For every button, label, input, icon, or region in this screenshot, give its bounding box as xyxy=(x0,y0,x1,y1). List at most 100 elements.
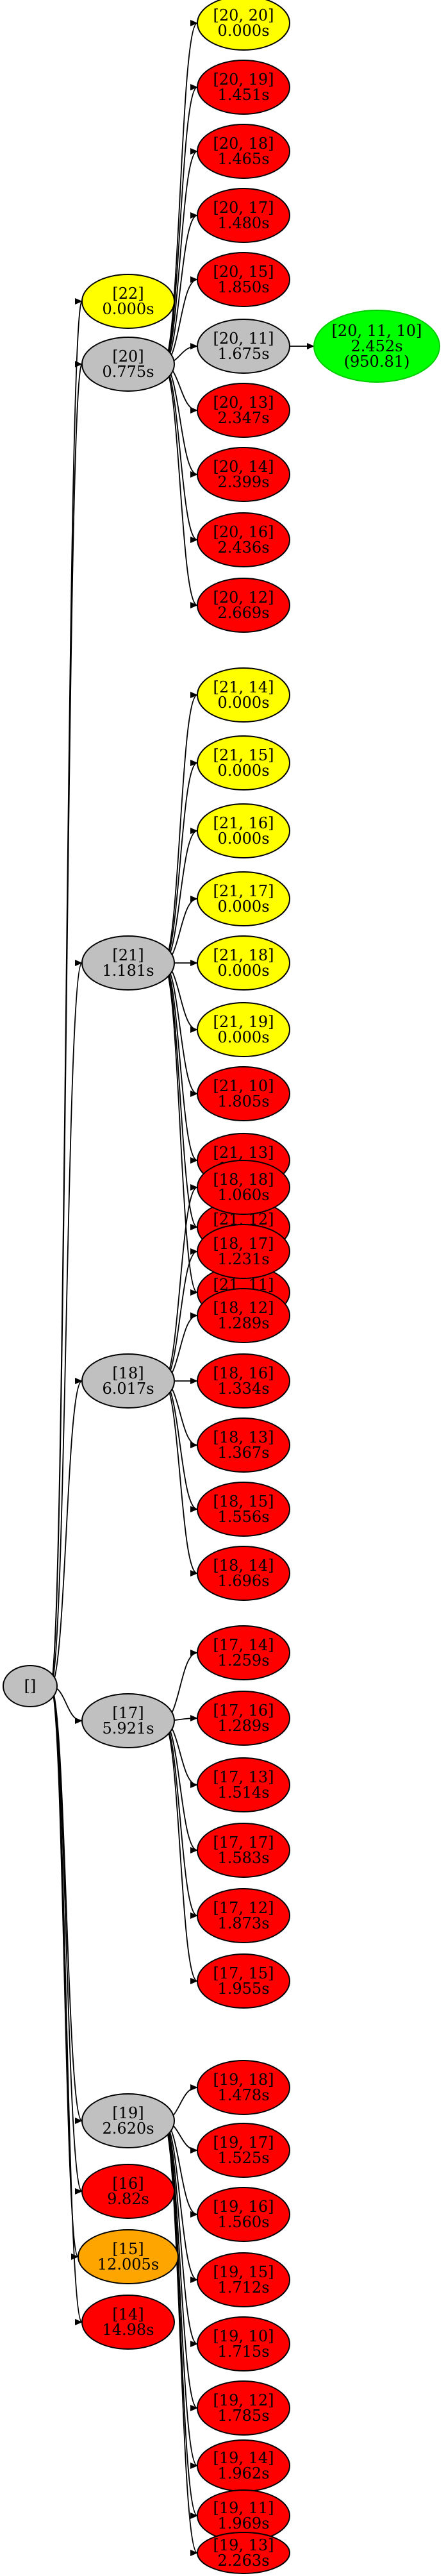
node-label: 1.955s xyxy=(217,1980,269,1998)
node-label: 1.583s xyxy=(217,1849,269,1867)
node-ellipse xyxy=(78,2229,179,2284)
node-ellipse xyxy=(81,274,175,329)
node-label: [21, 16] xyxy=(213,814,274,832)
node-label: [19, 11] xyxy=(213,2499,274,2517)
node-n19_18: [19, 18]1.478s xyxy=(197,2060,290,2115)
node-label: 1.289s xyxy=(217,1717,269,1735)
node-n19_16: [19, 16]1.560s xyxy=(197,2187,290,2242)
node-n18_18: [18, 18]1.060s xyxy=(197,1160,290,1215)
node-ellipse xyxy=(197,1418,290,1473)
node-n22: [22]0.000s xyxy=(81,274,175,329)
node-label: [19, 18] xyxy=(213,2071,274,2089)
node-label: 1.873s xyxy=(217,1914,269,1932)
edge-root-to-n20 xyxy=(49,361,83,1687)
node-ellipse xyxy=(197,1482,290,1537)
node-ellipse xyxy=(197,1888,290,1943)
node-ellipse xyxy=(197,803,290,858)
node-ellipse xyxy=(197,1066,290,1121)
node-ellipse xyxy=(197,383,290,438)
node-label: [17, 12] xyxy=(213,1899,274,1917)
node-label: [17] xyxy=(112,1704,144,1722)
node-label: 1.712s xyxy=(217,2279,269,2296)
node-ellipse xyxy=(81,2164,175,2219)
node-label: [21, 15] xyxy=(213,746,274,764)
node-ellipse xyxy=(197,252,290,307)
node-ellipse xyxy=(81,935,175,991)
node-n21_10: [21, 10]1.805s xyxy=(197,1066,290,1121)
node-label: [18, 17] xyxy=(213,1235,274,1253)
edge-root-to-n21 xyxy=(49,960,83,1687)
node-ellipse xyxy=(197,1953,290,2009)
node-ellipse xyxy=(197,319,290,374)
node-label: [18] xyxy=(112,1364,144,1382)
edge-n21-to-n21_10 xyxy=(162,962,198,1097)
node-label: 0.000s xyxy=(217,22,269,40)
node-label: 1.334s xyxy=(217,1380,269,1398)
node-n21_18: [21, 18]0.000s xyxy=(197,935,290,991)
node-n20_15: [20, 15]1.850s xyxy=(197,252,290,307)
node-n21_16: [21, 16]0.000s xyxy=(197,803,290,858)
node-n21_17: [21, 17]0.000s xyxy=(197,871,290,926)
node-label: [20, 18] xyxy=(213,135,274,153)
node-label: 1.525s xyxy=(217,2149,269,2167)
node-label: [19, 15] xyxy=(213,2263,274,2281)
node-label: [19, 10] xyxy=(213,2327,274,2345)
edge-n18-to-n18_14 xyxy=(162,1380,198,1577)
node-n20: [20]0.775s xyxy=(81,337,175,392)
node-label: 1.556s xyxy=(217,1508,269,1526)
node-label: 2.452s xyxy=(351,337,402,355)
node-ellipse xyxy=(81,1353,175,1409)
node-ellipse xyxy=(197,2532,290,2574)
node-n20_11_10: [20, 11, 10]2.452s(950.81) xyxy=(313,310,440,383)
node-label: 1.805s xyxy=(217,1092,269,1110)
node-n17_14: [17, 14]1.259s xyxy=(197,1625,290,1680)
node-ellipse xyxy=(197,188,290,243)
node-label: 1.696s xyxy=(217,1572,269,1590)
node-root: [] xyxy=(3,1665,58,1707)
node-label: [17, 16] xyxy=(213,1702,274,1719)
node-label: 0.775s xyxy=(102,363,154,381)
node-label: [19] xyxy=(112,2104,144,2122)
node-label: [19, 13] xyxy=(213,2536,274,2554)
node-n19_12: [19, 12]1.785s xyxy=(197,2380,290,2436)
node-n17: [17]5.921s xyxy=(81,1693,175,1748)
node-n19_17: [19, 17]1.525s xyxy=(197,2123,290,2178)
node-label: [20, 20] xyxy=(213,6,274,24)
node-ellipse xyxy=(197,735,290,790)
node-label: [20, 13] xyxy=(213,394,274,412)
node-n20_14: [20, 14]2.399s xyxy=(197,447,290,502)
edge-n21-to-n21_16 xyxy=(162,828,198,964)
node-n20_16: [20, 16]2.436s xyxy=(197,512,290,567)
node-label: [17, 15] xyxy=(213,1964,274,1982)
node-label: [19, 14] xyxy=(213,2449,274,2467)
node-label: 5.921s xyxy=(102,1719,154,1737)
node-label: 0.000s xyxy=(217,962,269,980)
node-label: 0.000s xyxy=(102,300,154,318)
node-n17_13: [17, 13]1.514s xyxy=(197,1757,290,1812)
node-n21_15: [21, 15]0.000s xyxy=(197,735,290,790)
node-label: 1.715s xyxy=(217,2343,269,2361)
node-n17_17: [17, 17]1.583s xyxy=(197,1823,290,1878)
node-ellipse xyxy=(197,1224,290,1279)
node-n20_19: [20, 19]1.451s xyxy=(197,60,290,115)
node-n15: [15]12.005s xyxy=(78,2229,179,2284)
node-label: 1.478s xyxy=(217,2086,269,2104)
node-label: 1.465s xyxy=(217,150,269,168)
node-ellipse xyxy=(197,1625,290,1680)
edge-n17-to-n17_17 xyxy=(162,1720,198,1853)
node-n19: [19]2.620s xyxy=(81,2093,175,2148)
node-ellipse xyxy=(197,2123,290,2178)
node-n18_16: [18, 16]1.334s xyxy=(197,1353,290,1409)
node-ellipse xyxy=(197,1160,290,1215)
node-ellipse xyxy=(197,935,290,991)
node-ellipse xyxy=(197,1353,290,1409)
node-label: [] xyxy=(24,1677,37,1695)
node-layer: [][22]0.000s[20]0.775s[21]1.181s[18]6.01… xyxy=(3,0,440,2574)
node-ellipse xyxy=(313,310,440,383)
node-n19_13: [19, 13]2.263s xyxy=(197,2532,290,2574)
node-label: 1.289s xyxy=(217,1314,269,1332)
node-label: [17, 17] xyxy=(213,1834,274,1852)
node-label: 1.259s xyxy=(217,1652,269,1669)
node-n21: [21]1.181s xyxy=(81,935,175,991)
node-label: 1.560s xyxy=(217,2213,269,2231)
